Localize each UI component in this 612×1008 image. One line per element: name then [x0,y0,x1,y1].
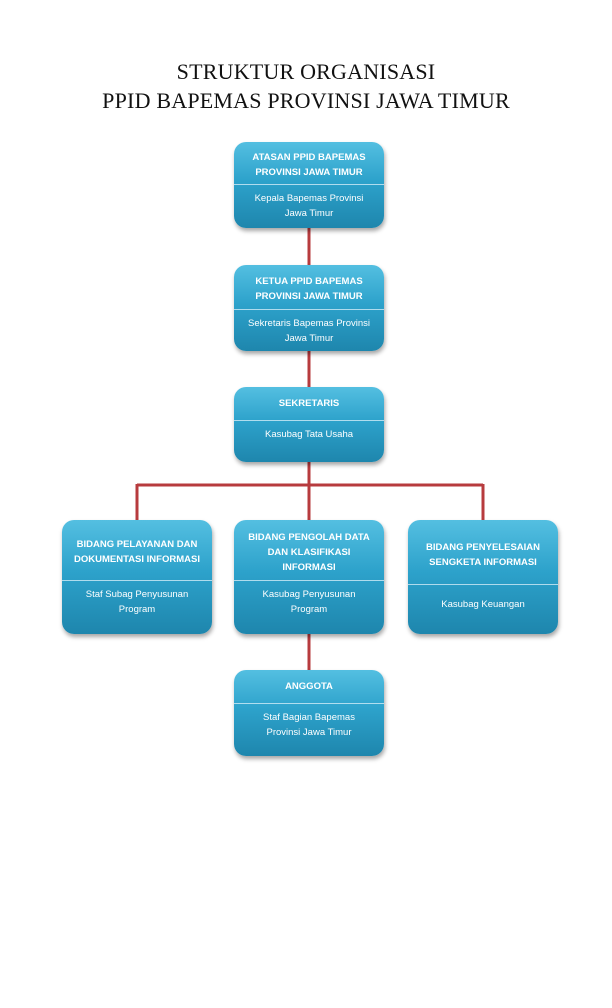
page-title-line2: PPID BAPEMAS PROVINSI JAWA TIMUR [102,88,510,113]
node-bidang-pelayanan: BIDANG PELAYANAN DAN DOKUMENTASI INFORMA… [62,520,212,634]
node-anggota-title: ANGGOTA [285,681,333,692]
node-divider [62,580,212,581]
node-atasan-title: ATASAN PPID BAPEMAS PROVINSI JAWA TIMUR [252,152,366,178]
node-penyelesaian-title: BIDANG PENYELESAIAN SENGKETA INFORMASI [425,542,540,568]
node-anggota-role: Staf Bagian Bapemas Provinsi Jawa Timur [263,712,355,738]
node-pelayanan-role: Staf Subag Penyusunan Program [85,589,189,615]
node-sekretaris-title: SEKRETARIS [278,398,340,409]
node-bidang-penyelesaian-sengketa: BIDANG PENYELESAIAN SENGKETA INFORMASI K… [408,520,558,634]
node-pengolah-title: BIDANG PENGOLAH DATA DAN KLASIFIKASI INF… [248,531,370,573]
node-atasan-ppid: ATASAN PPID BAPEMAS PROVINSI JAWA TIMUR … [234,142,384,228]
node-divider [234,420,384,421]
node-divider [234,184,384,185]
node-sekretaris: SEKRETARIS Kasubag Tata Usaha [234,387,384,462]
node-pelayanan-title: BIDANG PELAYANAN DAN DOKUMENTASI INFORMA… [74,539,200,565]
node-pengolah-role: Kasubag Penyusunan Program [262,589,356,615]
node-penyelesaian-role: Kasubag Keuangan [441,599,525,610]
node-ketua-title: KETUA PPID BAPEMAS PROVINSI JAWA TIMUR [255,276,363,302]
node-divider [408,584,558,585]
node-divider [234,580,384,581]
node-ketua-role: Sekretaris Bapemas Provinsi Jawa Timur [248,318,370,344]
page-title-line1: STRUKTUR ORGANISASI [176,59,436,84]
node-ketua-ppid: KETUA PPID BAPEMAS PROVINSI JAWA TIMUR S… [234,265,384,351]
node-atasan-role: Kepala Bapemas Provinsi Jawa Timur [254,193,364,219]
node-anggota: ANGGOTA Staf Bagian Bapemas Provinsi Jaw… [234,670,384,756]
node-sekretaris-role: Kasubag Tata Usaha [264,429,354,440]
node-divider [234,309,384,310]
node-divider [234,703,384,704]
node-bidang-pengolah-data: BIDANG PENGOLAH DATA DAN KLASIFIKASI INF… [234,520,384,634]
